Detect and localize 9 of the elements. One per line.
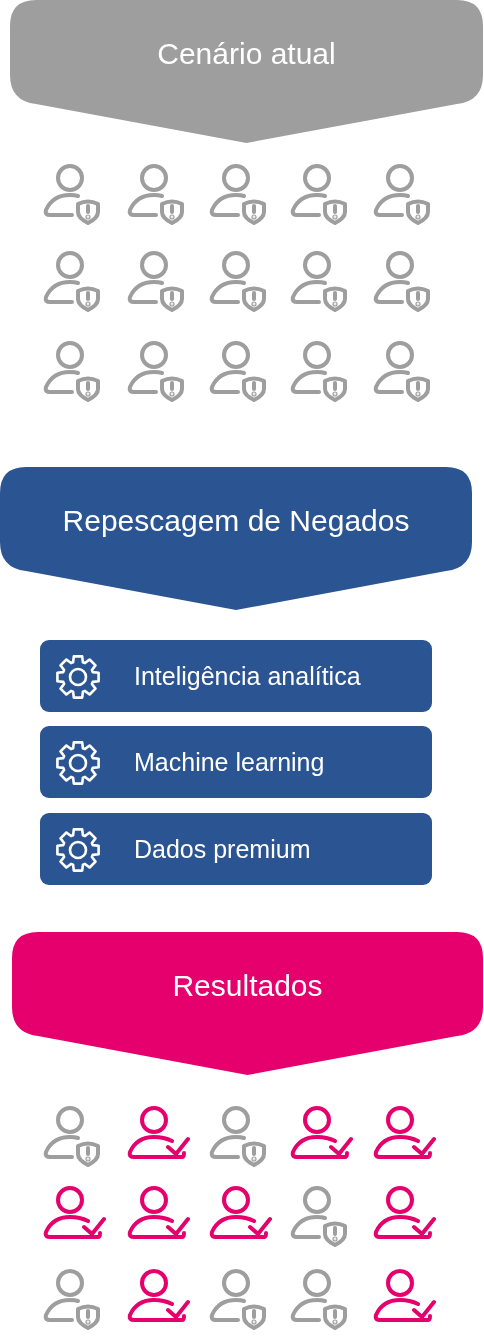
feature-label: Inteligência analítica — [134, 661, 361, 691]
banner-heading: Repescagem de Negados — [61, 504, 411, 538]
feature-label: Machine learning — [134, 747, 325, 777]
banner-heading: Resultados — [171, 969, 324, 1003]
feature-bar — [40, 813, 432, 885]
feature-label: Dados premium — [134, 834, 311, 864]
feature-bar — [40, 726, 432, 798]
feature-bar — [40, 640, 432, 712]
banner-heading: Cenário atual — [156, 37, 337, 71]
